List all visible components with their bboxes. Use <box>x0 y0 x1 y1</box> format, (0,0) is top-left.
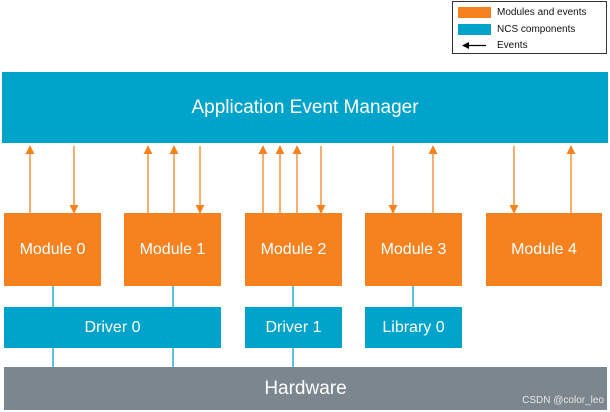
legend: Modules and events NCS components Events <box>452 1 607 54</box>
module-1-label: Module 1 <box>139 240 206 258</box>
module-4-label: Module 4 <box>511 240 577 258</box>
driver-0: Driver 0 <box>4 307 221 348</box>
legend-ncs-swatch <box>458 24 491 35</box>
driver-1-label: Driver 1 <box>265 318 322 336</box>
library-0-label: Library 0 <box>382 318 445 336</box>
module-2: Module 2 <box>245 213 342 286</box>
hardware-label: Hardware <box>264 377 347 399</box>
legend-ncs-label: NCS components <box>497 24 576 35</box>
legend-modules-row: Modules and events <box>458 6 587 19</box>
hardware: Hardware <box>4 367 607 410</box>
event-manager-label: Application Event Manager <box>191 96 419 118</box>
watermark: CSDN @color_leo <box>522 395 604 406</box>
module-3-label: Module 3 <box>380 240 447 258</box>
module-0-label: Module 0 <box>19 240 86 258</box>
legend-ncs-row: NCS components <box>458 23 575 36</box>
module-4: Module 4 <box>486 213 602 286</box>
legend-modules-swatch <box>458 7 491 18</box>
module-2-label: Module 2 <box>260 240 327 258</box>
driver-1: Driver 1 <box>245 307 342 348</box>
driver-0-label: Driver 0 <box>84 318 141 336</box>
module-0: Module 0 <box>4 213 101 286</box>
module-3: Module 3 <box>365 213 462 286</box>
legend-modules-label: Modules and events <box>497 7 587 18</box>
module-1: Module 1 <box>124 213 221 286</box>
legend-arrow-icon <box>462 42 486 49</box>
library-0: Library 0 <box>365 307 462 348</box>
application-event-manager: Application Event Manager <box>2 72 608 143</box>
legend-events-label: Events <box>497 40 528 51</box>
legend-events-row: Events <box>458 39 528 52</box>
